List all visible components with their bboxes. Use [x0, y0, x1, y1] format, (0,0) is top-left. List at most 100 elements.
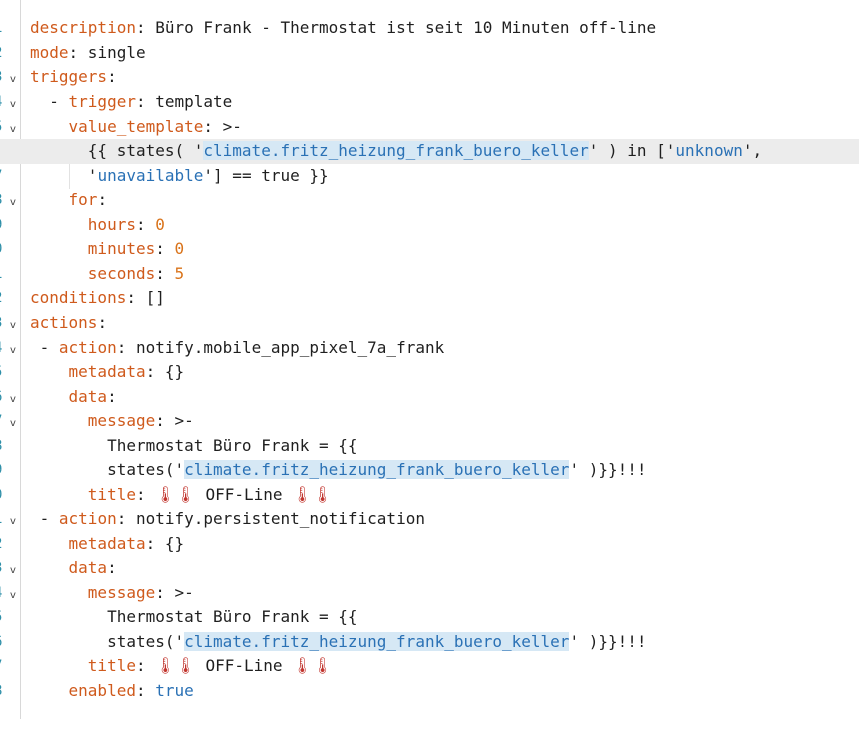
- yaml-value: >-: [213, 117, 242, 136]
- list-dash: -: [30, 509, 59, 528]
- yaml-key: seconds: [87, 264, 156, 283]
- code-line[interactable]: 'unavailable'] == true }}: [0, 164, 859, 189]
- line-number: 8: [0, 434, 6, 459]
- line-number: 7: [0, 164, 6, 189]
- gutter-row: 9: [0, 213, 22, 238]
- code-line[interactable]: for:: [68, 190, 108, 209]
- gutter-row: 4v: [0, 336, 22, 361]
- yaml-key: metadata: [68, 534, 146, 553]
- template-text: '] == true }}: [203, 166, 329, 185]
- yaml-key: title: [87, 485, 136, 504]
- code-line[interactable]: states('climate.fritz_heizung_frank_buer…: [0, 458, 859, 483]
- yaml-value: OFF-Line: [195, 656, 293, 675]
- fold-chevron-icon[interactable]: v: [10, 516, 16, 527]
- yaml-value: template: [145, 92, 233, 111]
- thermometer-icon: 🌡🌡: [155, 485, 196, 504]
- yaml-key: message: [87, 583, 156, 602]
- yaml-value: Thermostat Büro Frank = {{: [107, 436, 358, 455]
- code-line[interactable]: message: >-: [87, 583, 194, 602]
- yaml-value: OFF-Line: [195, 485, 293, 504]
- line-number: 4: [0, 581, 6, 606]
- gutter-row: 7: [0, 164, 22, 189]
- template-text: ': [87, 166, 98, 185]
- gutter-row: 0: [0, 483, 22, 508]
- fold-chevron-icon[interactable]: v: [10, 565, 16, 576]
- gutter-row: 2: [0, 286, 22, 311]
- code-line[interactable]: description: Büro Frank - Thermostat ist…: [30, 18, 657, 37]
- yaml-key: hours: [87, 215, 136, 234]
- fold-chevron-icon[interactable]: v: [10, 590, 16, 601]
- yaml-value: notify.persistent_notification: [126, 509, 425, 528]
- fold-chevron-icon[interactable]: v: [10, 320, 16, 331]
- fold-chevron-icon[interactable]: v: [10, 124, 16, 135]
- gutter-divider: [20, 0, 21, 719]
- yaml-key: data: [68, 558, 108, 577]
- gutter-row: 7: [0, 654, 22, 679]
- line-number: 0: [0, 237, 6, 262]
- code-line[interactable]: metadata: {}: [68, 534, 185, 553]
- gutter-row: 2: [0, 532, 22, 557]
- code-line[interactable]: title: 🌡🌡 OFF-Line 🌡🌡: [87, 656, 333, 675]
- line-number: 3: [0, 311, 6, 336]
- code-line[interactable]: - trigger: template: [30, 92, 233, 111]
- code-line[interactable]: mode: single: [30, 43, 146, 62]
- thermometer-icon: 🌡🌡: [292, 656, 333, 675]
- code-line[interactable]: Thermostat Büro Frank = {{: [0, 605, 859, 630]
- code-line[interactable]: Thermostat Büro Frank = {{: [0, 434, 859, 459]
- code-line[interactable]: minutes: 0: [87, 239, 185, 258]
- fold-chevron-icon[interactable]: v: [10, 74, 16, 85]
- yaml-key: actions: [30, 313, 98, 332]
- template-text: {{ states( ': [87, 141, 204, 160]
- code-line[interactable]: states('climate.fritz_heizung_frank_buer…: [0, 630, 859, 655]
- line-number: 5: [0, 360, 6, 385]
- gutter-row: 7v: [0, 409, 22, 434]
- yaml-key: action: [58, 338, 117, 357]
- code-line[interactable]: seconds: 5: [87, 264, 185, 283]
- thermometer-icon: 🌡🌡: [155, 656, 196, 675]
- code-line[interactable]: - action: notify.persistent_notification: [30, 509, 425, 528]
- line-number: 9: [0, 213, 6, 238]
- yaml-key: value_template: [68, 117, 204, 136]
- line-number: 5: [0, 605, 6, 630]
- fold-chevron-icon[interactable]: v: [10, 418, 16, 429]
- code-line[interactable]: triggers:: [30, 67, 117, 86]
- line-number: 7: [0, 409, 6, 434]
- code-line[interactable]: enabled: true: [68, 681, 194, 700]
- code-line-active[interactable]: {{ states( 'climate.fritz_heizung_frank_…: [0, 139, 859, 164]
- yaml-key: trigger: [68, 92, 136, 111]
- line-number: 2: [0, 532, 6, 557]
- code-line[interactable]: metadata: {}: [68, 362, 185, 381]
- yaml-number: 0: [174, 239, 185, 258]
- code-line[interactable]: - action: notify.mobile_app_pixel_7a_fra…: [30, 338, 445, 357]
- yaml-key: data: [68, 387, 108, 406]
- code-line[interactable]: title: 🌡🌡 OFF-Line 🌡🌡: [87, 485, 333, 504]
- line-number: 8: [0, 188, 6, 213]
- fold-chevron-icon[interactable]: v: [10, 99, 16, 110]
- yaml-code-editor[interactable]: 123v4v5v678v90123v4v56v7v8901v23v4v5678 …: [0, 0, 859, 719]
- selected-entity-id[interactable]: climate.fritz_heizung_frank_buero_keller: [203, 141, 589, 160]
- line-number: 7: [0, 654, 6, 679]
- code-line[interactable]: data:: [68, 387, 117, 406]
- fold-chevron-icon[interactable]: v: [10, 345, 16, 356]
- yaml-value: []: [135, 288, 165, 307]
- gutter-row: 6: [0, 630, 22, 655]
- thermometer-icon: 🌡🌡: [292, 485, 333, 504]
- yaml-boolean: true: [155, 681, 194, 700]
- code-line[interactable]: conditions: []: [30, 288, 165, 307]
- code-line[interactable]: data:: [68, 558, 117, 577]
- code-line[interactable]: message: >-: [87, 411, 194, 430]
- line-number: 3: [0, 65, 6, 90]
- gutter-row: 8: [0, 434, 22, 459]
- yaml-key: description: [30, 18, 136, 37]
- template-text: states(': [107, 632, 185, 651]
- line-number: 0: [0, 483, 6, 508]
- code-line[interactable]: actions:: [30, 313, 108, 332]
- template-text: states(': [107, 460, 185, 479]
- code-line[interactable]: value_template: >-: [68, 117, 242, 136]
- fold-chevron-icon[interactable]: v: [10, 394, 16, 405]
- fold-chevron-icon[interactable]: v: [10, 191, 16, 216]
- gutter-row: 2: [0, 41, 22, 66]
- line-number: 6: [0, 630, 6, 655]
- code-line[interactable]: hours: 0: [87, 215, 165, 234]
- indent-guide: [69, 141, 70, 189]
